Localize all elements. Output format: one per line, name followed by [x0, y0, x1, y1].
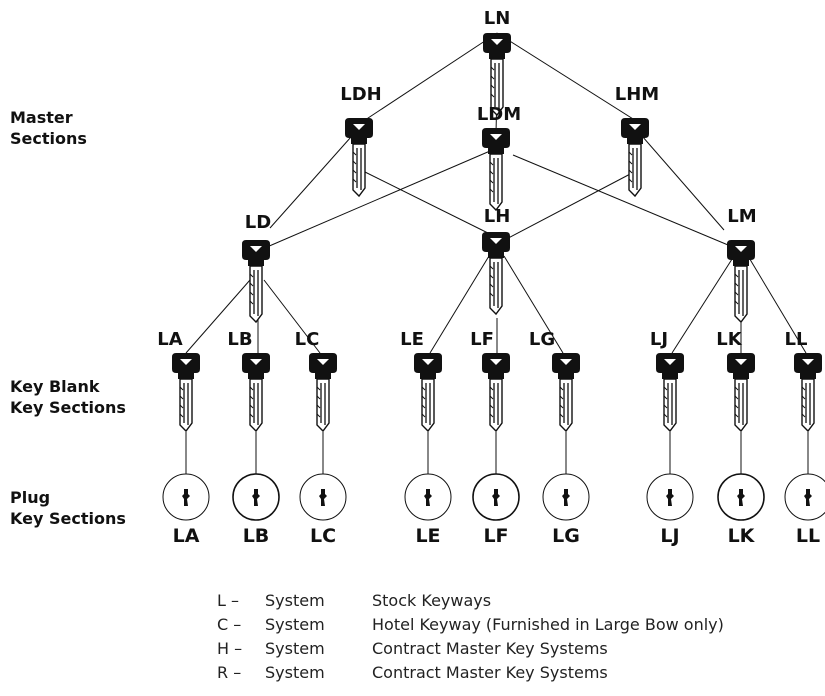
connector-lines [185, 32, 807, 354]
key-ldm-icon [482, 128, 510, 212]
plug-label-ll: LL [796, 525, 820, 547]
connector-line [429, 255, 490, 354]
legend-description: Stock Keyways [372, 591, 492, 610]
plug-icons [162, 432, 825, 521]
legend-code: R – [217, 663, 242, 682]
plug-lk-icon [717, 432, 765, 521]
plug-label-lb: LB [243, 525, 270, 547]
key-label-lb: LB [227, 329, 252, 350]
key-lk-icon [727, 353, 755, 433]
plug-line-2: Key Sections [10, 509, 126, 528]
master-sections-label: Master Sections [10, 107, 87, 149]
key-label-ll: LL [785, 329, 808, 350]
key-lm-icon [727, 240, 755, 324]
key-label-la: LA [157, 329, 182, 350]
plug-lb-icon [232, 432, 280, 521]
key-le-icon [414, 353, 442, 433]
plug-label-lg: LG [552, 525, 580, 547]
key-labels: LN LDH LDM LHM LD LH LM LA LB LC LE LF LG LJ LK LL LA LB L… [157, 8, 820, 547]
connector-line [747, 255, 807, 354]
key-label-lj: LJ [650, 329, 668, 350]
key-label-lk: LK [716, 329, 742, 350]
plug-line-1: Plug [10, 488, 51, 507]
key-ln-icon [483, 33, 511, 117]
key-lh-icon [482, 232, 510, 316]
key-lf-icon [482, 353, 510, 433]
key-blank-line-1: Key Blank [10, 377, 100, 396]
plug-lc-icon [299, 432, 347, 521]
legend-system: System [265, 639, 325, 658]
plug-ll-icon [784, 432, 825, 521]
connector-line [263, 279, 321, 354]
connector-line [496, 171, 635, 245]
key-label-ldm: LDM [477, 104, 521, 125]
key-blank-sections-label: Key Blank Key Sections [10, 376, 126, 418]
key-label-lg: LG [529, 329, 555, 350]
key-icons [172, 33, 822, 433]
legend-system: System [265, 663, 325, 682]
connector-line [358, 32, 498, 125]
connector-line [503, 255, 564, 354]
key-lc-icon [309, 353, 337, 433]
key-label-ln: LN [484, 8, 511, 29]
connector-line [671, 255, 735, 354]
connector-line [634, 127, 725, 231]
plug-sections-label: Plug Key Sections [10, 487, 126, 529]
key-label-lm: LM [727, 206, 756, 227]
key-label-lf: LF [470, 329, 494, 350]
key-ll-icon [794, 353, 822, 433]
connector-line [364, 171, 497, 238]
plug-lf-icon [472, 432, 520, 521]
key-label-lc: LC [295, 329, 320, 350]
plug-label-la: LA [173, 525, 200, 547]
plug-lj-icon [646, 432, 694, 521]
connector-line [512, 154, 741, 251]
key-ld-icon [242, 240, 270, 324]
key-la-icon [172, 353, 200, 433]
legend-description: Contract Master Key Systems [372, 639, 608, 658]
plug-lg-icon [542, 432, 590, 521]
plug-label-lk: LK [728, 525, 756, 547]
legend-code: C – [217, 615, 242, 634]
master-sections-line-2: Sections [10, 129, 87, 148]
key-label-ldh: LDH [340, 84, 381, 105]
legend-code: H – [217, 639, 243, 658]
key-blank-line-2: Key Sections [10, 398, 126, 417]
key-ldh-icon [345, 118, 373, 198]
legend-description: Contract Master Key Systems [372, 663, 608, 682]
legend-system: System [265, 591, 325, 610]
key-label-lh: LH [484, 206, 511, 227]
plug-le-icon [404, 432, 452, 521]
key-label-le: LE [400, 329, 424, 350]
plug-label-lf: LF [483, 525, 508, 547]
plug-label-lj: LJ [660, 525, 679, 547]
key-label-lhm: LHM [615, 84, 659, 105]
key-lg-icon [552, 353, 580, 433]
connector-line [259, 147, 498, 251]
key-lj-icon [656, 353, 684, 433]
plug-label-lc: LC [310, 525, 336, 547]
key-lhm-icon [621, 118, 649, 198]
plug-la-icon [162, 432, 210, 521]
master-sections-line-1: Master [10, 108, 73, 127]
connector-line [269, 127, 360, 229]
legend-description: Hotel Keyway (Furnished in Large Bow onl… [372, 615, 724, 634]
key-lb-icon [242, 353, 270, 433]
connector-line [185, 279, 251, 354]
connector-line [496, 32, 642, 125]
key-label-ld: LD [245, 212, 271, 233]
legend-system: System [265, 615, 325, 634]
plug-label-le: LE [415, 525, 440, 547]
legend-code: L – [217, 591, 239, 610]
